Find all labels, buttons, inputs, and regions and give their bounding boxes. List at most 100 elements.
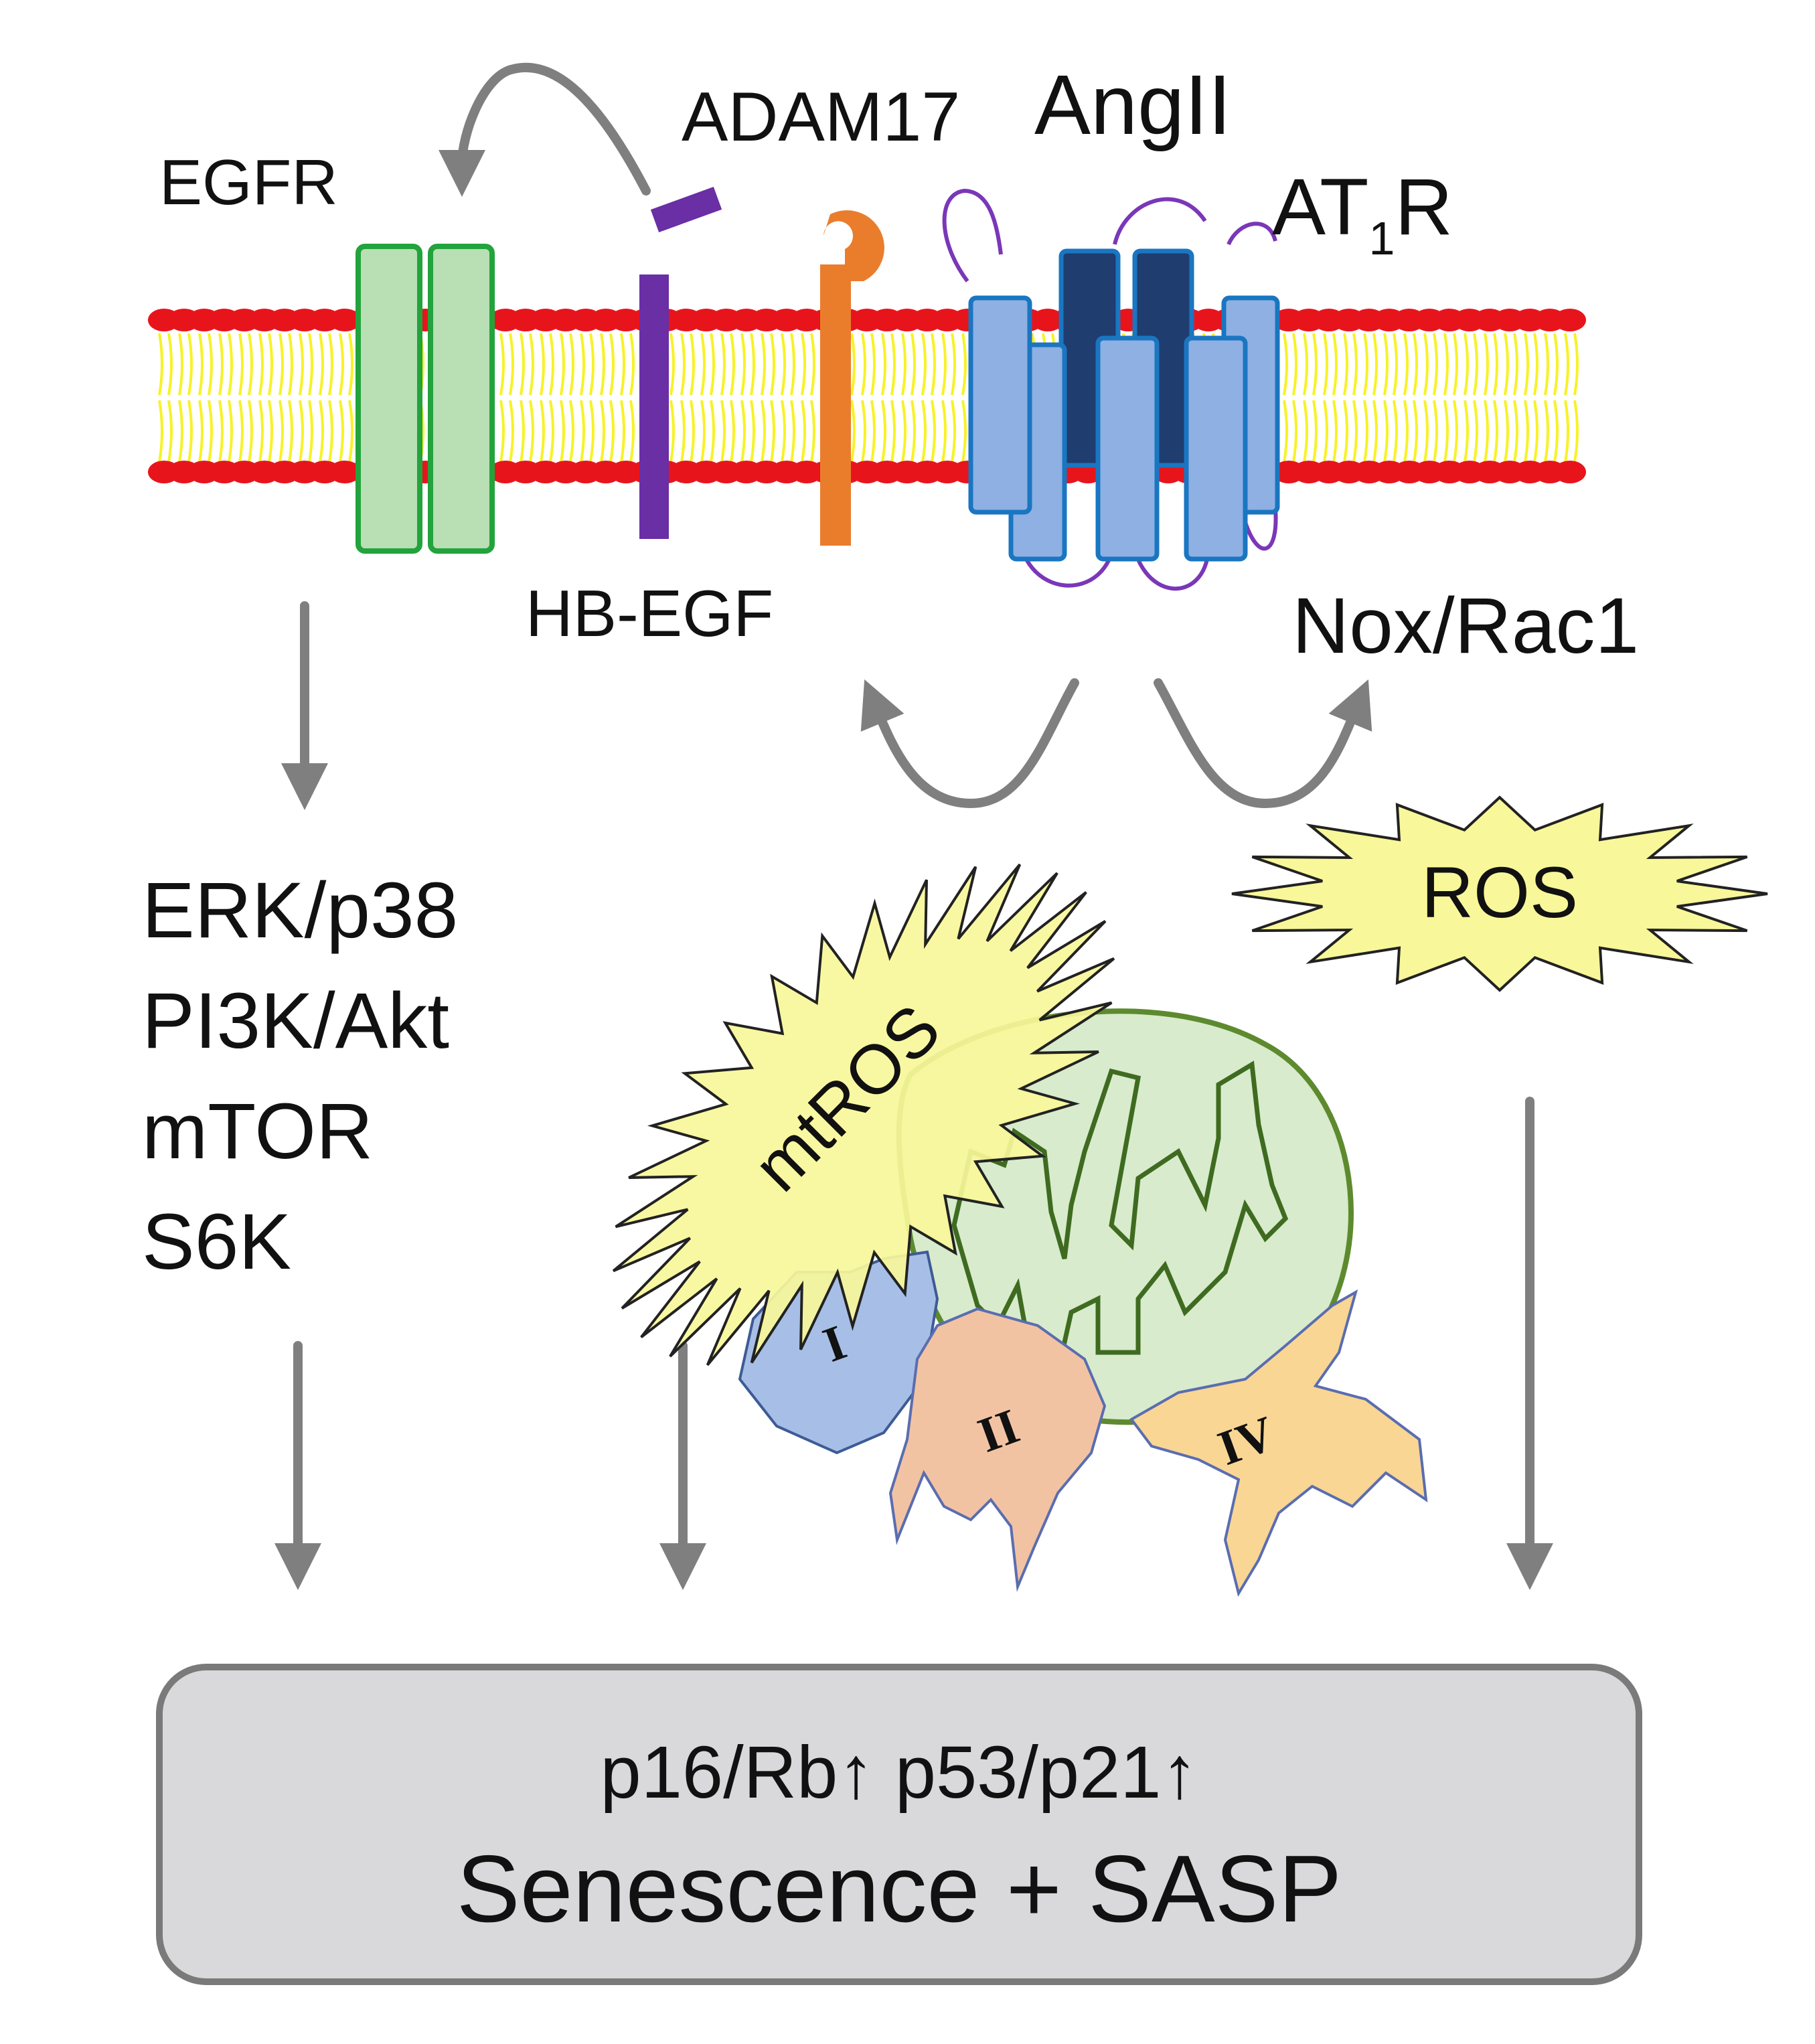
lipid-tail (1484, 400, 1489, 463)
at1r-receptor (942, 188, 1280, 591)
lipid-tail (1413, 333, 1418, 396)
lipid-tail (198, 400, 204, 463)
lipid-tail (1573, 400, 1579, 463)
lipid-tail (1553, 333, 1559, 396)
lipid-tail (1383, 333, 1389, 396)
lipid-tail (560, 400, 565, 463)
lipid-tail (1533, 400, 1538, 463)
lipid-tail (1544, 400, 1549, 463)
lipid-tail (1433, 333, 1438, 396)
lipid-tail (629, 400, 635, 463)
lipid-tail (319, 333, 324, 396)
lipid-tail (690, 400, 695, 463)
lipid-tail (861, 333, 866, 396)
lipid-tail (810, 333, 815, 396)
lipid-tail (1433, 400, 1438, 463)
lipid-head (1554, 461, 1586, 483)
lipid-tail (1423, 333, 1429, 396)
lipid-tail (861, 400, 866, 463)
at1r-to-mtros-arrow (860, 678, 1079, 809)
lipid-tail (870, 333, 876, 396)
lipid-tail (911, 400, 916, 463)
lipid-tail (620, 333, 625, 396)
lipid-tail (870, 400, 876, 463)
lipid-tail (1564, 333, 1569, 396)
lipid-tail (720, 333, 726, 396)
lipid-tail (279, 400, 284, 463)
lipid-tail (499, 333, 505, 396)
lipid-tail (1323, 333, 1328, 396)
lipid-tail (1443, 400, 1449, 463)
lipid-tail (569, 333, 574, 396)
lipid-tail (951, 400, 956, 463)
lipid-tail (680, 400, 686, 463)
lipid-tail (208, 400, 213, 463)
lipid-tail (770, 333, 775, 396)
lipid-tail (1413, 400, 1418, 463)
lipid-tail (1343, 333, 1348, 396)
lipid-tail (1303, 333, 1308, 396)
lipid-tail (781, 333, 786, 396)
lipid-tail (750, 333, 755, 396)
lipid-tail (600, 333, 605, 396)
lipid-tail (1573, 333, 1579, 396)
angii-label: AngII (1034, 58, 1231, 152)
lipid-tail (580, 333, 585, 396)
lipid-tail (1393, 400, 1398, 463)
lipid-tail (549, 333, 554, 396)
lipid-tail (299, 400, 304, 463)
lipid-head (1554, 309, 1586, 331)
lipid-tail (730, 400, 735, 463)
lipid-tail (669, 333, 675, 396)
lipid-tail (1524, 333, 1529, 396)
lipid-tail (710, 333, 715, 396)
lipid-tail (540, 400, 545, 463)
lipid-tail (238, 400, 244, 463)
lipid-tail (1504, 333, 1509, 396)
lipid-tail (921, 333, 927, 396)
lipid-tail (961, 333, 967, 396)
lipid-tail (1312, 400, 1318, 463)
lipid-tail (700, 333, 706, 396)
complex-ii: II (888, 1307, 1107, 1592)
lipid-tail (761, 400, 766, 463)
lipid-tail (629, 333, 635, 396)
lipid-tail (1493, 333, 1498, 396)
lipid-tail (158, 333, 163, 396)
lipid-tail (288, 333, 293, 396)
lipid-tail (740, 400, 746, 463)
lipid-tail (710, 400, 715, 463)
lipid-tail (258, 400, 264, 463)
egfr-receptor (356, 244, 495, 554)
lipid-tail (881, 400, 886, 463)
pathway-item: S6K (142, 1198, 291, 1286)
lipid-tail (218, 400, 224, 463)
lipid-tail (589, 400, 595, 463)
adam17-protease (820, 210, 884, 546)
lipid-tail (1443, 333, 1449, 396)
pathway-item: mTOR (142, 1087, 373, 1176)
lipid-tail (890, 400, 896, 463)
lipid-tail (1513, 400, 1518, 463)
lipid-tail (931, 400, 936, 463)
lipid-tail (890, 333, 896, 396)
egfr-label: EGFR (159, 147, 338, 218)
lipid-tail (1473, 333, 1478, 396)
lipid-tail (1363, 333, 1368, 396)
lipid-tail (208, 333, 213, 396)
lipid-tail (901, 333, 906, 396)
at1r-label: AT1R (1272, 162, 1453, 264)
lipid-tail (1312, 333, 1318, 396)
lipid-tail (730, 333, 735, 396)
kinase-pathway-list: ERK/p38 PI3K/Akt mTOR S6K (142, 866, 458, 1286)
lipid-tail (850, 333, 856, 396)
lipid-tail (1464, 333, 1469, 396)
lipid-tail (348, 333, 353, 396)
lipid-tail (609, 400, 615, 463)
lipid-tail (941, 400, 947, 463)
lipid-tail (328, 333, 333, 396)
lipid-tail (549, 400, 554, 463)
lipid-tail (238, 333, 244, 396)
lipid-tail (308, 333, 313, 396)
lipid-tail (540, 333, 545, 396)
